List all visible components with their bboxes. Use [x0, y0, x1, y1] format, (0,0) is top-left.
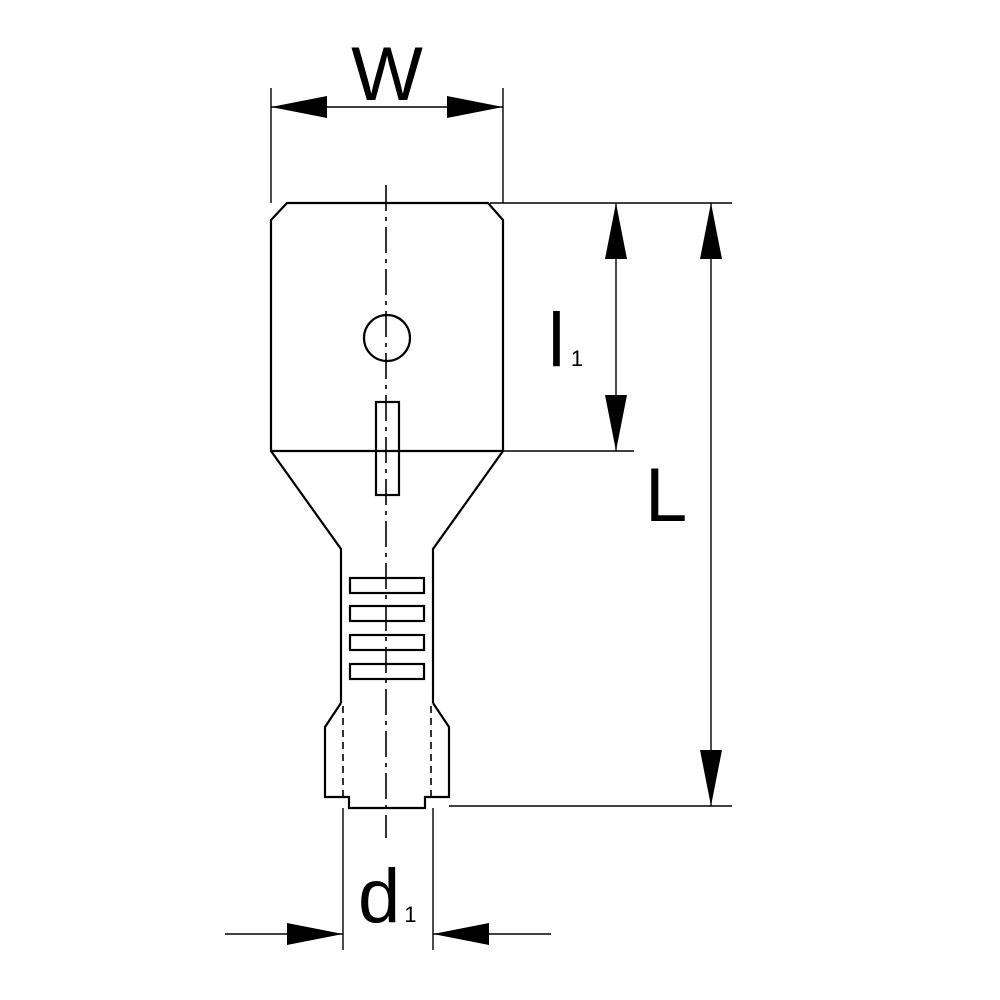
- serration-rib: [348, 633, 426, 652]
- hidden-lines: [342, 706, 432, 800]
- blade-hole: [362, 313, 412, 363]
- label-total-length: L: [645, 453, 687, 538]
- label-width: W: [351, 32, 423, 117]
- sleeve-outline: [323, 702, 451, 810]
- label-blade-length-main: l: [548, 298, 565, 383]
- funnel-outline: [270, 450, 504, 703]
- blade-outline: [269, 201, 505, 453]
- label-blade-length-sub: 1: [571, 346, 583, 371]
- detent-slot: [374, 400, 401, 497]
- dimension-lines: [225, 96, 722, 945]
- serration-rib: [348, 604, 426, 623]
- label-wire-diameter-sub: 1: [404, 902, 416, 927]
- serration-rib: [348, 576, 426, 595]
- terminal-body: [269, 201, 505, 810]
- label-wire-diameter-main: d: [358, 854, 400, 939]
- serration-rib: [348, 662, 426, 681]
